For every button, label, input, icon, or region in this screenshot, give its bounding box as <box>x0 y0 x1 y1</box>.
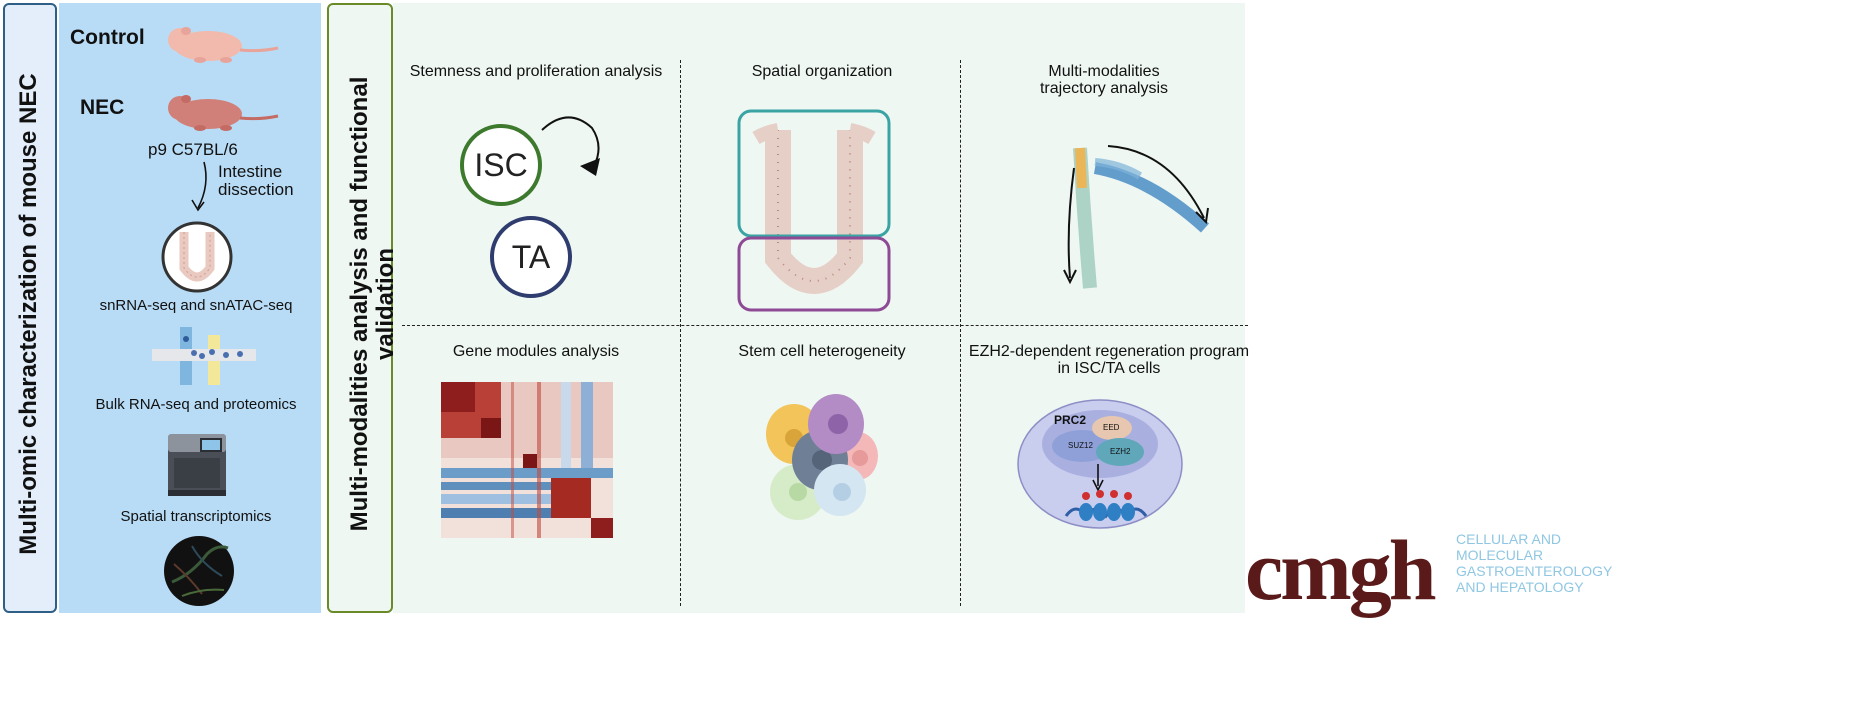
dissection-label-1: Intestine <box>218 162 283 181</box>
intestine-section-icon <box>161 221 233 293</box>
spatial-label: Spatial transcriptomics <box>120 508 272 525</box>
eed-label: EED <box>1103 423 1120 432</box>
sn-seq-label: snRNA-seq and snATAC-seq <box>99 297 293 314</box>
sequencer-icon <box>168 434 226 496</box>
bulk-label: Bulk RNA-seq and proteomics <box>95 396 297 413</box>
dissection-label-2: dissection <box>218 180 294 199</box>
gene-module-heatmap <box>441 382 613 538</box>
spatial-org-title: Spatial organization <box>751 63 893 80</box>
self-renewal-arrow-icon <box>541 116 600 176</box>
brand-line-1: CELLULAR AND <box>1456 531 1562 547</box>
divider-horizontal <box>402 325 1248 326</box>
left-title-box <box>3 3 57 613</box>
left-title: Multi-omic characterization of mouse NEC <box>15 73 42 555</box>
ezh2-title-2: in ISC/TA cells <box>1057 360 1161 377</box>
gene-modules-title: Gene modules analysis <box>452 343 620 360</box>
nec-label: NEC <box>80 96 125 119</box>
brand-line-4: AND HEPATOLOGY <box>1456 579 1584 595</box>
trajectory-title-2: trajectory analysis <box>1039 80 1169 97</box>
isc-circle: ISC <box>460 124 542 206</box>
trajectory-title-1: Multi-modalities <box>1048 63 1160 80</box>
brand-line-3: GASTROENTEROLOGY <box>1456 563 1613 579</box>
suz12-label: SUZ12 <box>1068 441 1093 450</box>
microfluidic-chip-icon <box>152 327 256 385</box>
ezh2-title-1: EZH2-dependent regeneration program <box>968 343 1250 360</box>
tissue-slide-icon <box>164 536 234 606</box>
trajectory-plot <box>1063 145 1210 289</box>
stem-cell-cluster-icon <box>766 394 878 520</box>
divider-vertical-1 <box>680 60 681 606</box>
brand-line-2: MOLECULAR <box>1456 547 1544 563</box>
prc2-label: PRC2 <box>1054 413 1087 427</box>
nec-mouse-icon <box>168 95 279 131</box>
cmgh-logo: cmgh <box>1245 522 1437 618</box>
stemness-title: Stemness and proliferation analysis <box>409 63 663 80</box>
heterogeneity-title: Stem cell heterogeneity <box>738 343 906 360</box>
dissection-arrow-icon <box>191 161 207 212</box>
control-mouse-icon <box>168 27 279 63</box>
divider-vertical-2 <box>960 60 961 606</box>
middle-title-box <box>327 3 393 613</box>
strain-label: p9 C57BL/6 <box>148 140 238 159</box>
nucleus-prc2-diagram <box>1017 399 1183 529</box>
crypt-villus-diagram <box>737 109 891 312</box>
control-label: Control <box>70 26 145 49</box>
ezh2-label: EZH2 <box>1110 447 1131 456</box>
ta-circle: TA <box>490 216 572 298</box>
